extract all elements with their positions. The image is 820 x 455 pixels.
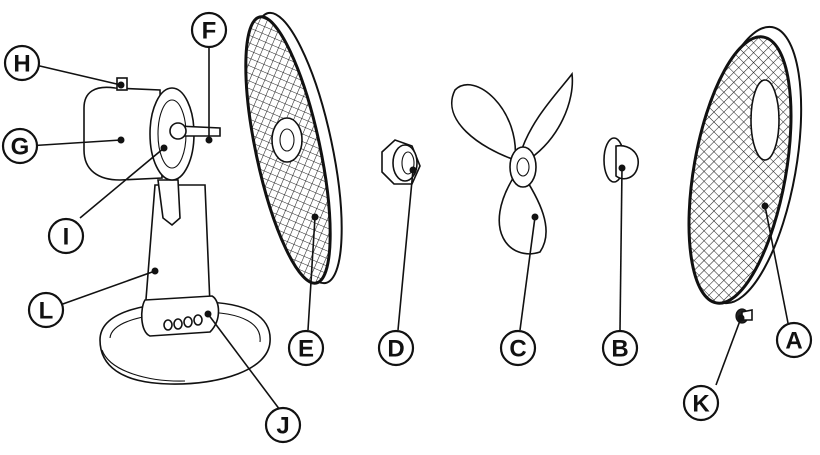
- svg-text:L: L: [39, 298, 54, 325]
- label-D: D: [377, 329, 415, 367]
- label-J: J: [264, 406, 302, 444]
- label-A: A: [775, 321, 813, 359]
- label-H: H: [3, 44, 41, 82]
- motor-housing: [83, 86, 163, 181]
- label-K: K: [682, 384, 720, 422]
- svg-text:C: C: [509, 336, 526, 363]
- svg-text:J: J: [276, 413, 289, 440]
- svg-text:G: G: [11, 134, 30, 161]
- label-G: G: [1, 127, 39, 165]
- fan-base-assembly: [83, 77, 271, 385]
- label-I: I: [47, 217, 85, 255]
- label-E: E: [287, 329, 325, 367]
- svg-text:A: A: [785, 328, 802, 355]
- spinner-cap: [603, 137, 639, 183]
- rear-grille: [687, 25, 803, 305]
- label-F: F: [190, 11, 228, 49]
- front-grille: [244, 11, 343, 285]
- svg-text:I: I: [63, 224, 70, 251]
- label-B: B: [601, 329, 639, 367]
- svg-text:D: D: [387, 336, 404, 363]
- label-L: L: [27, 291, 65, 329]
- svg-text:E: E: [298, 336, 314, 363]
- svg-text:F: F: [202, 18, 217, 45]
- blade-nut: [381, 139, 421, 185]
- svg-text:B: B: [611, 336, 628, 363]
- leader-lines: [26, 45, 789, 411]
- control-box: [140, 295, 220, 337]
- svg-text:H: H: [13, 51, 30, 78]
- svg-text:K: K: [692, 391, 710, 418]
- label-C: C: [499, 329, 537, 367]
- control-buttons[interactable]: [163, 314, 203, 331]
- fan-blade: [451, 71, 574, 255]
